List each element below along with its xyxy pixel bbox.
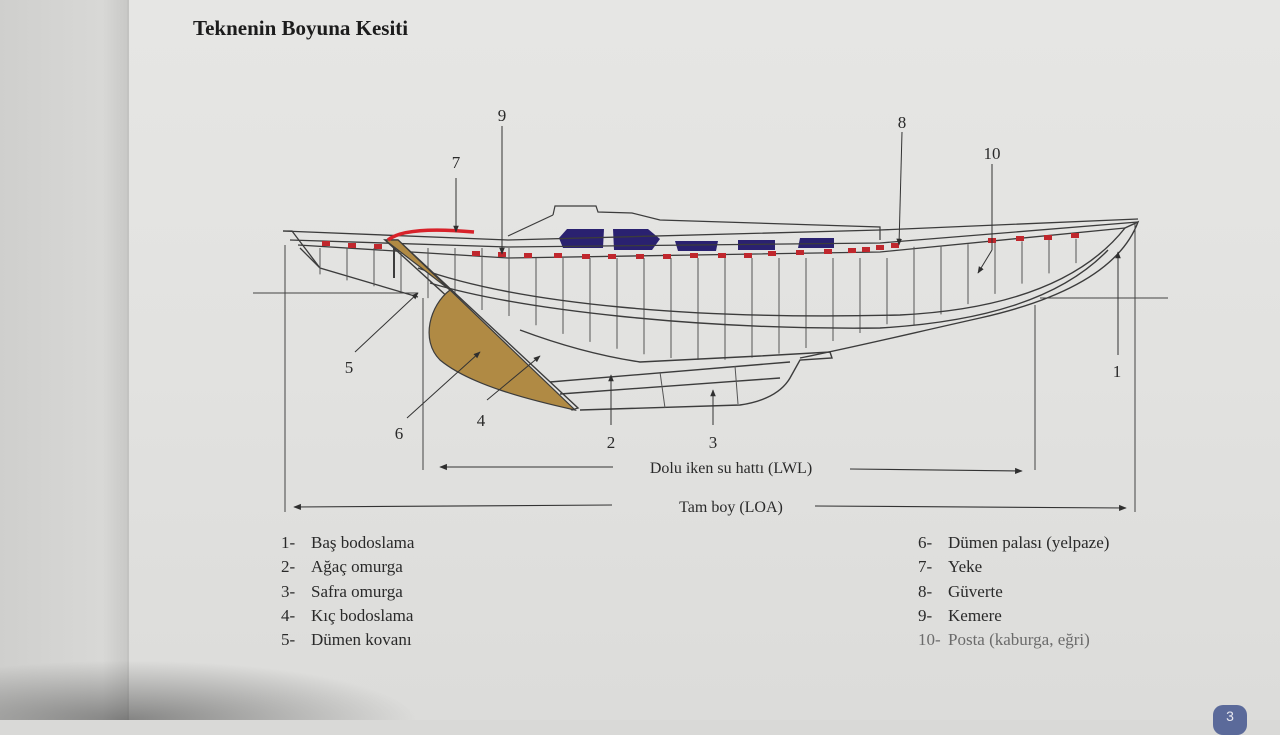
loa-label: Tam boy (LOA): [679, 499, 783, 516]
deck-beam: [796, 250, 804, 255]
callout-2: 2: [607, 433, 616, 452]
deck-beam: [690, 253, 698, 258]
legend-item-number: 9-: [918, 605, 933, 625]
page-number-badge: 3: [1213, 705, 1247, 735]
callout-leaders: [354, 126, 1121, 425]
legend-item: 5- Dümen kovanı: [281, 628, 414, 652]
deck-beam: [554, 253, 562, 258]
deck-beam: [891, 243, 899, 248]
hull-outline: [417, 220, 1140, 411]
deck-beams: [322, 233, 1079, 259]
legend-item: 4- Kıç bodoslama: [281, 604, 414, 628]
legend-item-number: 10-: [918, 630, 941, 650]
legend-item-text: Ağaç omurga: [311, 557, 403, 577]
deck-beam: [848, 248, 856, 253]
legend-item-number: 3-: [281, 581, 296, 601]
dimension-extensions: [284, 222, 1136, 512]
book-page: [129, 0, 1280, 720]
legend-item: 6- Dümen palası (yelpaze): [918, 531, 1109, 555]
deck-house: [507, 205, 881, 240]
deck-beam: [636, 254, 644, 259]
callout-6: 6: [395, 424, 404, 443]
window-5: [798, 238, 834, 248]
legend-item-number: 4-: [281, 605, 296, 625]
lwl-label: Dolu iken su hattı (LWL): [650, 460, 812, 477]
hull-section-diagram: Dolu iken su hattı (LWL) Tam boy (LOA) 1…: [253, 106, 1168, 516]
hand-shadow: [0, 660, 420, 720]
deck-beam: [582, 254, 590, 259]
leader-6: [406, 351, 481, 419]
leader-10b: [977, 249, 993, 274]
legend-left: 1- Baş bodoslama 2- Ağaç omurga 3- Safra omur…: [281, 531, 414, 652]
deck-beam: [1016, 236, 1024, 241]
legend-item-text: Kıç bodoslama: [311, 605, 414, 625]
legend-item-number: 1-: [281, 533, 296, 552]
legend-item-text: Kemere: [948, 605, 1002, 625]
legend-item-number: 6-: [918, 533, 933, 552]
deck-beam: [744, 253, 752, 258]
callout-numbers: 1 2 3 4 5 6 7 8 9 10: [345, 106, 1122, 452]
callout-9: 9: [498, 106, 507, 125]
callout-10: 10: [984, 144, 1001, 163]
deck-beam: [1071, 233, 1079, 238]
loa-dimension: Tam boy (LOA): [293, 499, 1127, 516]
legend-item-text: Yeke: [948, 557, 983, 577]
ballast-keel-segments: [659, 365, 739, 409]
legend-item: 7- Yeke: [918, 555, 1109, 579]
deck-beam: [876, 245, 884, 250]
legend-item: 1- Baş bodoslama: [281, 531, 414, 555]
legend-item-text: Güverte: [948, 581, 1003, 601]
legend-item-number: 8-: [918, 581, 933, 601]
leader-4: [486, 355, 541, 401]
deck-beam: [718, 253, 726, 258]
deck-beam: [768, 251, 776, 256]
deck-beam: [1044, 235, 1052, 240]
legend-item-number: 2-: [281, 557, 296, 577]
callout-4: 4: [477, 411, 486, 430]
legend-item-text: Baş bodoslama: [311, 533, 415, 552]
window-4: [738, 240, 775, 250]
deck-beam: [663, 254, 671, 259]
legend-right: 6- Dümen palası (yelpaze) 7- Yeke 8- Güverte 9…: [918, 531, 1109, 652]
deck-beam: [524, 253, 532, 258]
legend-item: 2- Ağaç omurga: [281, 555, 414, 579]
callout-5: 5: [345, 358, 354, 377]
legend-item-text: Dümen kovanı: [311, 630, 412, 650]
page-title: Teknenin Boyuna Kesiti: [193, 16, 409, 40]
legend-item-number: 5-: [281, 630, 296, 650]
deck-beam: [862, 247, 870, 252]
deck-beam: [322, 241, 330, 246]
lwl-dimension: Dolu iken su hattı (LWL): [439, 460, 1023, 477]
deck-beam: [374, 244, 382, 249]
legend-item: 8- Güverte: [918, 580, 1109, 604]
rudder-blade: [383, 239, 577, 412]
legend-item-text: Posta (kaburga, eğri): [948, 630, 1090, 650]
legend-item: 9- Kemere: [918, 604, 1109, 628]
left-page-margin: [0, 0, 128, 720]
leader-5: [354, 292, 419, 353]
window-2: [613, 229, 660, 250]
deck-beam: [608, 254, 616, 259]
deck-beam: [824, 249, 832, 254]
legend-item-number: 7-: [918, 557, 933, 577]
deck-beam: [348, 243, 356, 248]
tiller: [386, 228, 475, 242]
legend-item: 10- Posta (kaburga, eğri): [918, 628, 1109, 652]
window-3: [675, 241, 718, 251]
callout-3: 3: [709, 433, 718, 452]
leader-8: [896, 131, 903, 246]
page-fold: [127, 0, 129, 720]
callout-7: 7: [452, 153, 461, 172]
callout-8: 8: [898, 113, 907, 132]
legend-item: 3- Safra omurga: [281, 580, 414, 604]
deck-beam: [472, 251, 480, 256]
callout-1: 1: [1113, 362, 1122, 381]
legend-item-text: Dümen palası (yelpaze): [948, 533, 1110, 552]
legend-item-text: Safra omurga: [311, 581, 403, 601]
